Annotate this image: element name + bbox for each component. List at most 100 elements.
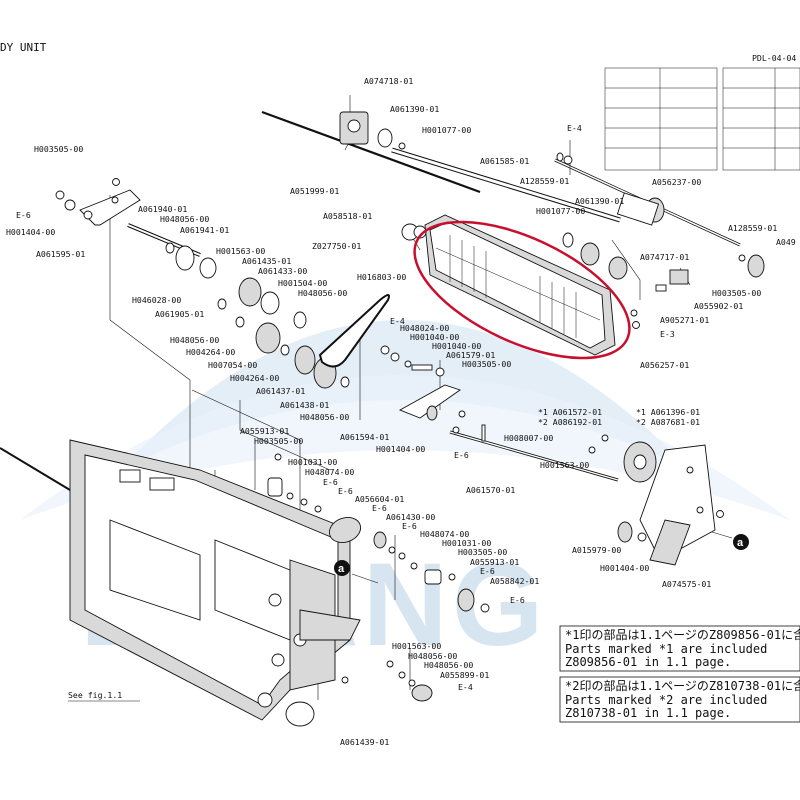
label-a061437-01[interactable]: A061437-01 <box>256 386 305 396</box>
label-h016803-00[interactable]: H016803-00 <box>357 272 406 282</box>
label-a061438-01[interactable]: A061438-01 <box>280 400 329 410</box>
label-e3[interactable]: E-3 <box>660 329 675 339</box>
label-a055913-01-a[interactable]: A055913-01 <box>240 426 289 436</box>
label-a058518-01[interactable]: A058518-01 <box>323 211 372 221</box>
label-h001077-00-right[interactable]: H001077-00 <box>536 206 585 216</box>
label-a128559-01-right[interactable]: A128559-01 <box>728 223 777 233</box>
label-a056237-00[interactable]: A056237-00 <box>652 177 701 187</box>
label-a061940-01[interactable]: A061940-01 <box>138 204 187 214</box>
label-a074718-01[interactable]: A074718-01 <box>364 76 413 86</box>
label-a061433-00[interactable]: A061433-00 <box>258 266 307 276</box>
label-a049[interactable]: A049 <box>776 237 796 247</box>
label-e6-mid[interactable]: E-6 <box>454 450 469 460</box>
label-a074575-01[interactable]: A074575-01 <box>662 579 711 589</box>
see-fig-reference[interactable]: See fig.1.1 <box>68 690 122 700</box>
red-highlight-outline <box>413 220 631 360</box>
label-h004264-00-b[interactable]: H004264-00 <box>230 373 279 383</box>
gear-group-left <box>165 242 350 389</box>
label-e6-low3[interactable]: E-6 <box>372 503 387 513</box>
label-e6-low5[interactable]: E-6 <box>480 566 495 576</box>
label-a051999-01[interactable]: A051999-01 <box>290 186 339 196</box>
label-h001563-00-b[interactable]: H001563-00 <box>540 460 589 470</box>
note-box-1: *1印の部品は1.1ページのZ809856-01に含まれ Parts marke… <box>559 625 800 672</box>
label-z027750-01[interactable]: Z027750-01 <box>312 241 361 251</box>
label-e6-left[interactable]: E-6 <box>16 210 31 220</box>
label-a061905-01[interactable]: A061905-01 <box>155 309 204 319</box>
label-a061396-01[interactable]: *1 A061396-01 <box>636 407 700 417</box>
label-h048024-00[interactable]: H048024-00 <box>400 323 449 333</box>
label-a061439-01[interactable]: A061439-01 <box>340 737 389 747</box>
label-a061390-01-top[interactable]: A061390-01 <box>390 104 439 114</box>
label-h001040-00-b[interactable]: H001040-00 <box>432 341 481 351</box>
label-e4-mid[interactable]: E-4 <box>390 316 405 326</box>
label-a055913-01-b[interactable]: A055913-01 <box>470 557 519 567</box>
label-h048056-00-d[interactable]: H048056-00 <box>300 412 349 422</box>
label-h003505-00-mid[interactable]: H003505-00 <box>462 359 511 369</box>
marker-a-right: a <box>711 531 749 550</box>
marker-a-left-text: a <box>338 563 345 575</box>
label-h001040-00-a[interactable]: H001040-00 <box>410 332 459 342</box>
label-a061579-01[interactable]: A061579-01 <box>446 350 495 360</box>
label-e4-low[interactable]: E-4 <box>458 682 473 692</box>
marker-a-right-text: a <box>737 537 744 549</box>
label-h048056-00-e[interactable]: H048056-00 <box>408 651 457 661</box>
label-e6-low4[interactable]: E-6 <box>402 521 417 531</box>
label-a905271-01[interactable]: A905271-01 <box>660 315 709 325</box>
label-h048056-00-c[interactable]: H048056-00 <box>170 335 219 345</box>
label-a074717-01[interactable]: A074717-01 <box>640 252 689 262</box>
label-h048056-00-a[interactable]: H048056-00 <box>160 214 209 224</box>
right-upper-parts <box>630 254 765 317</box>
note-2-en2: Z810738-01 in 1.1 page. <box>565 706 731 720</box>
shafts <box>0 110 741 491</box>
label-a061430-00[interactable]: A061430-00 <box>386 512 435 522</box>
label-a061594-01[interactable]: A061594-01 <box>340 432 389 442</box>
label-a061941-01[interactable]: A061941-01 <box>180 225 229 235</box>
label-a015979-00[interactable]: A015979-00 <box>572 545 621 555</box>
label-a061390-01-right[interactable]: A061390-01 <box>575 196 624 206</box>
label-h004264-00-a[interactable]: H004264-00 <box>186 347 235 357</box>
label-a086192-01[interactable]: *2 A086192-01 <box>538 417 602 427</box>
note-2-en1: Parts marked *2 are included <box>565 693 767 707</box>
label-a087681-01[interactable]: *2 A087681-01 <box>636 417 700 427</box>
label-h003505-00-right[interactable]: H003505-00 <box>712 288 761 298</box>
label-a055899-01[interactable]: A055899-01 <box>440 670 489 680</box>
label-h048074-00-a[interactable]: H048074-00 <box>305 467 354 477</box>
label-h001563-00-c[interactable]: H001563-00 <box>392 641 441 651</box>
label-a061570-01[interactable]: A061570-01 <box>466 485 515 495</box>
page-code: PDL-04-04 <box>752 53 796 63</box>
label-a061585-01[interactable]: A061585-01 <box>480 156 529 166</box>
label-h003505-00-low[interactable]: H003505-00 <box>254 436 303 446</box>
label-e6-low1[interactable]: E-6 <box>323 477 338 487</box>
label-a056604-01[interactable]: A056604-01 <box>355 494 404 504</box>
label-h001077-00-top[interactable]: H001077-00 <box>422 125 471 135</box>
label-a061435-01[interactable]: A061435-01 <box>242 256 291 266</box>
label-h048074-00-b[interactable]: H048074-00 <box>420 529 469 539</box>
label-h046028-00[interactable]: H046028-00 <box>132 295 181 305</box>
timing-belt <box>318 294 390 368</box>
label-h001404-00-low[interactable]: H001404-00 <box>600 563 649 573</box>
label-h007054-00[interactable]: H007054-00 <box>208 360 257 370</box>
label-h001031-00-a[interactable]: H001031-00 <box>288 457 337 467</box>
label-a056257-01[interactable]: A056257-01 <box>640 360 689 370</box>
label-e6-low2[interactable]: E-6 <box>338 486 353 496</box>
page-title: DY UNIT <box>0 41 47 54</box>
left-bracket <box>55 178 141 226</box>
label-h001031-00-b[interactable]: H001031-00 <box>442 538 491 548</box>
label-h008007-00[interactable]: H008007-00 <box>504 433 553 443</box>
label-a061572-01[interactable]: *1 A061572-01 <box>538 407 602 417</box>
label-h048056-00-f[interactable]: H048056-00 <box>424 660 473 670</box>
label-e4-top[interactable]: E-4 <box>567 123 582 133</box>
label-a061595-01[interactable]: A061595-01 <box>36 249 85 259</box>
label-a055902-01[interactable]: A055902-01 <box>694 301 743 311</box>
label-h003505-00-low2[interactable]: H003505-00 <box>458 547 507 557</box>
label-h003505-00-left[interactable]: H003505-00 <box>34 144 83 154</box>
label-h001563-00-a[interactable]: H001563-00 <box>216 246 265 256</box>
label-a128559-01-top[interactable]: A128559-01 <box>520 176 569 186</box>
label-h001504-00[interactable]: H001504-00 <box>278 278 327 288</box>
right-gear-plate <box>588 434 724 566</box>
label-h001404-00-mid[interactable]: H001404-00 <box>376 444 425 454</box>
label-h001404-00-left[interactable]: H001404-00 <box>6 227 55 237</box>
label-e6-low6[interactable]: E-6 <box>510 595 525 605</box>
label-h048056-00-b[interactable]: H048056-00 <box>298 288 347 298</box>
label-a058842-01[interactable]: A058842-01 <box>490 576 539 586</box>
